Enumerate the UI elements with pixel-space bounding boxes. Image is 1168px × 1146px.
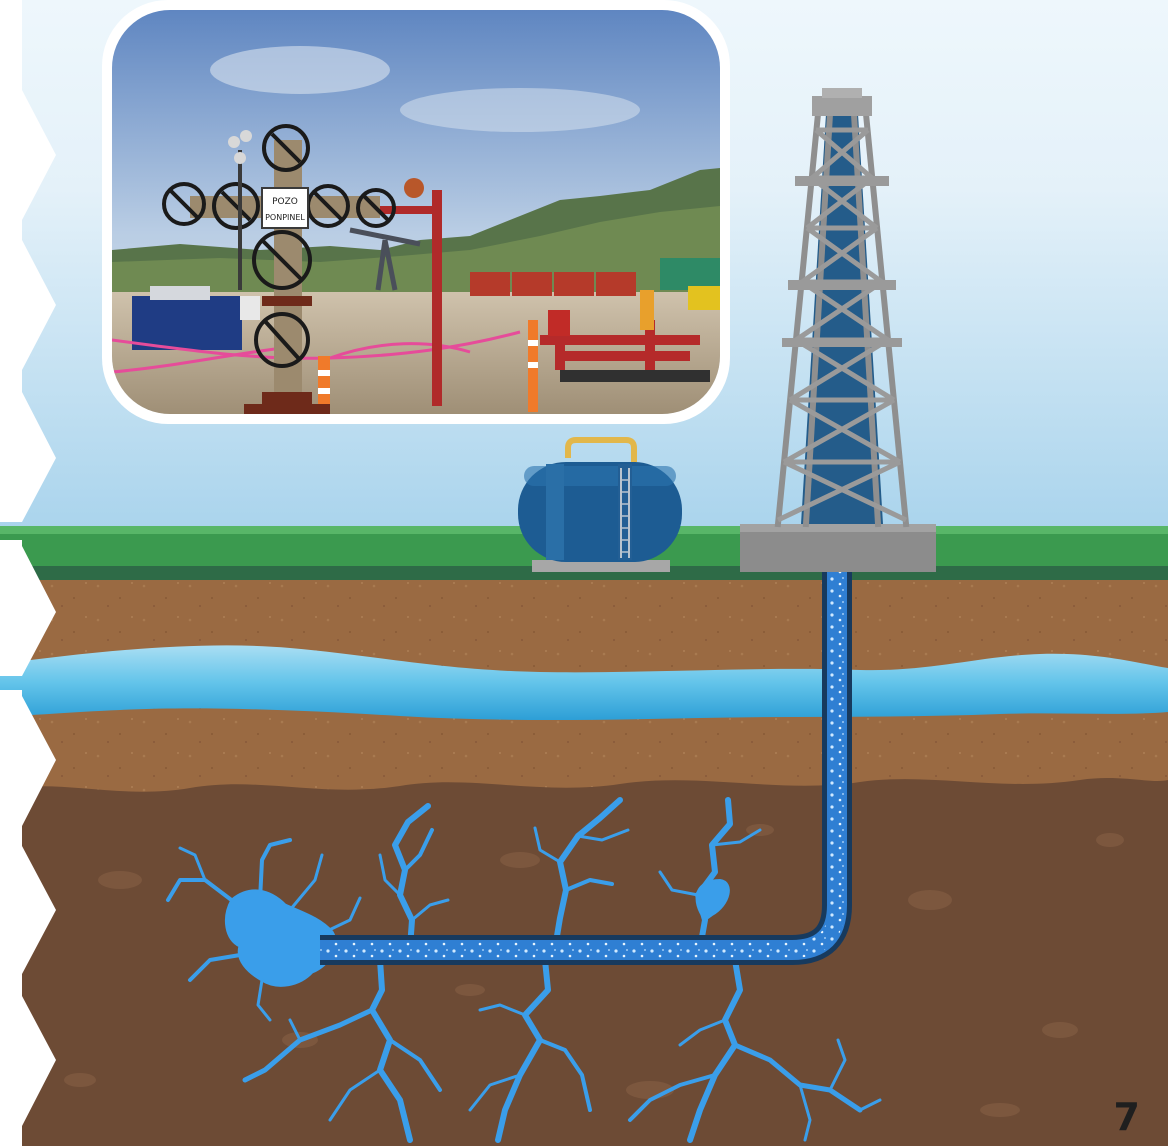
wellbore-pipe-icon: [320, 572, 852, 965]
rock-fractures-icon: [166, 797, 882, 1143]
storage-tank-icon: [518, 437, 682, 572]
drilling-derrick-icon: [774, 88, 910, 528]
left-chevron-edge: [0, 0, 56, 1146]
page-number: 7: [1113, 1095, 1140, 1139]
ground-layers: [0, 526, 1168, 1146]
wellhead-sign-line-1: POZO: [272, 197, 298, 207]
wellhead-sign-line-2: PONPINEL: [265, 213, 305, 222]
water-aquifer: [0, 645, 1168, 720]
wellhead-photo: POZO PONPINEL: [102, 0, 730, 424]
